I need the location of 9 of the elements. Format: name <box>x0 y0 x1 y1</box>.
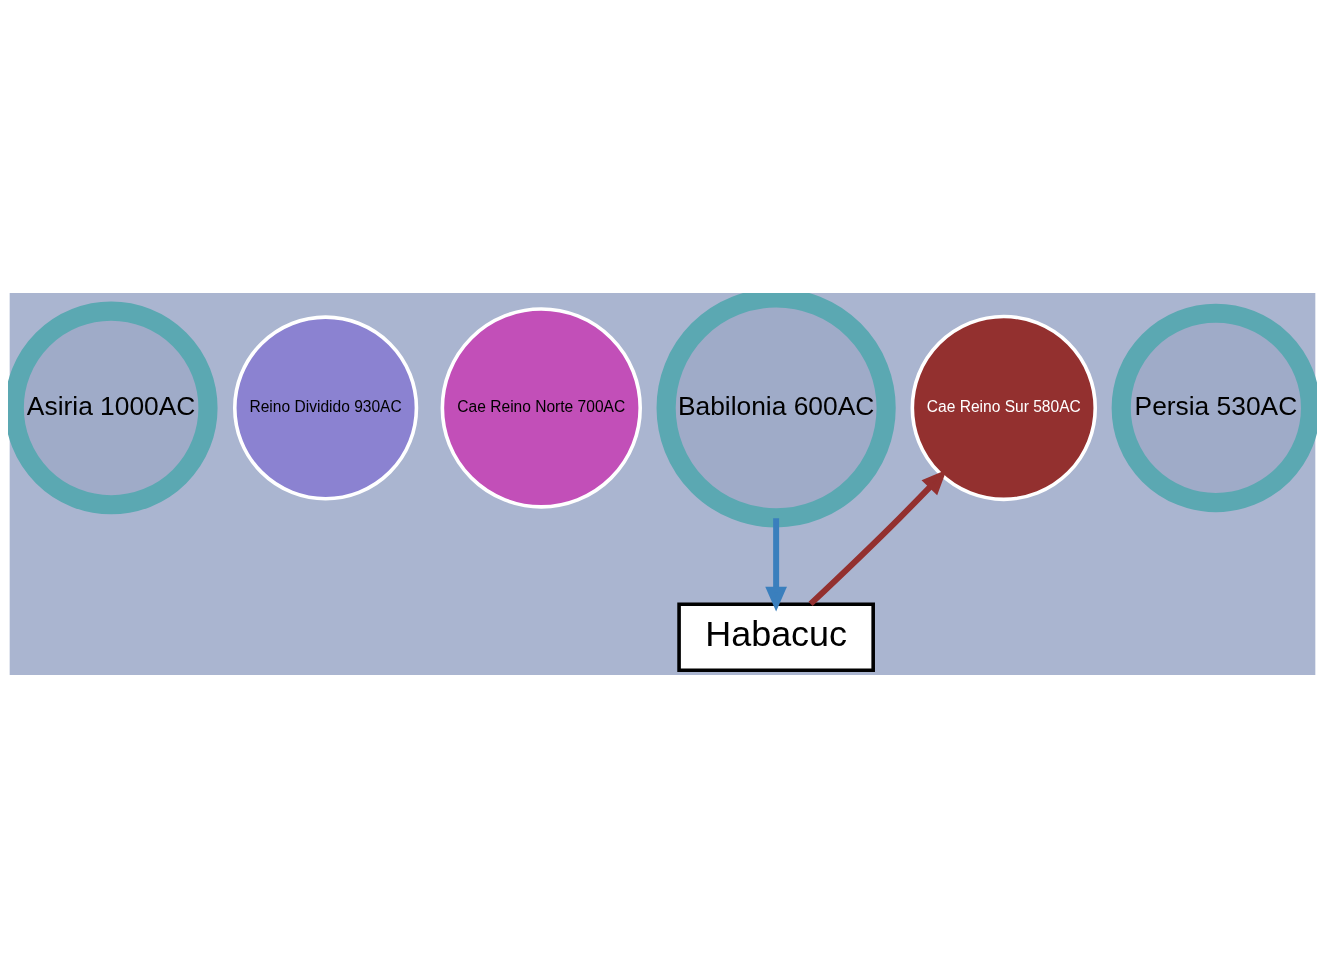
node-circle: Cae Reino Norte 700AC <box>440 307 642 509</box>
node-circle: Cae Reino Sur 580AC <box>910 314 1098 502</box>
node-circle: Asiria 1000AC <box>8 301 218 515</box>
node-box: Habacuc <box>677 602 875 672</box>
node-circle: Babilonia 600AC <box>656 293 896 528</box>
node-circle: Reino Dividido 930AC <box>233 315 419 501</box>
node-circle: Persia 530AC <box>1111 303 1317 513</box>
arrow <box>808 469 947 607</box>
arrow <box>765 518 787 612</box>
